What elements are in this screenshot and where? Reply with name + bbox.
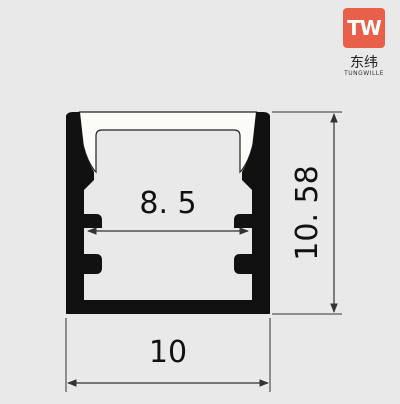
- diffuser-cover: [74, 111, 262, 174]
- logo-badge: TW: [343, 8, 385, 48]
- outer-width-label: 10: [149, 335, 187, 370]
- logo-brand-name: TUNGWILLE: [344, 70, 384, 77]
- inner-width-label: 8. 5: [139, 186, 196, 221]
- logo-chinese-name: 东纬: [350, 55, 378, 71]
- height-label: 10. 58: [290, 165, 325, 260]
- brand-logo: TW 东纬 TUNGWILLE: [340, 8, 396, 88]
